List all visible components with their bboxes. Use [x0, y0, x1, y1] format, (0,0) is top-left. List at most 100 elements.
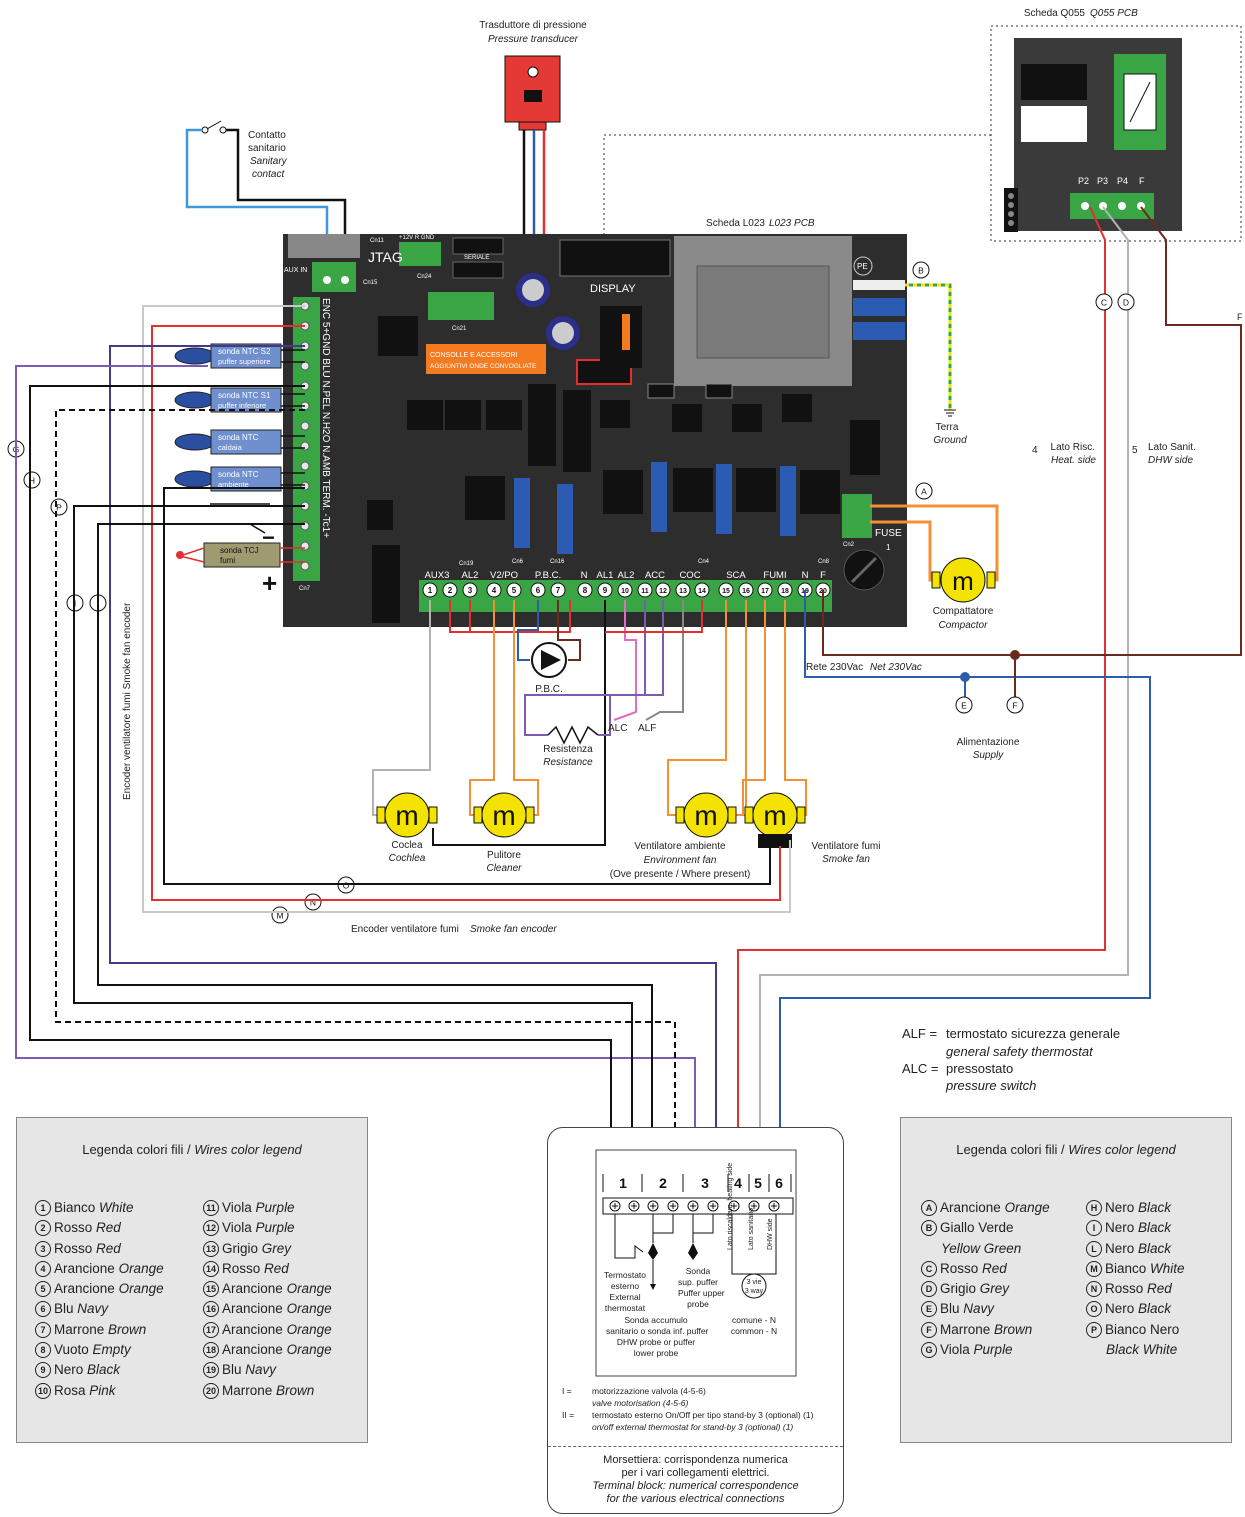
- encoder-bottom-label: Encoder ventilatore fumi: [351, 924, 459, 935]
- legend-right: Legenda colori fili / Wires color legend…: [900, 1117, 1232, 1443]
- cn7-label: Cn7: [299, 586, 311, 592]
- plus-sign-top: +: [263, 305, 276, 330]
- left-connector-label: ENC 5+GND BLU N.PEL N.H2O N.AMB TERM. -T…: [320, 298, 331, 538]
- terminal-number: 13: [679, 588, 687, 595]
- q055-label: Scheda Q055: [1024, 8, 1086, 19]
- terminal-group-number: 3: [701, 1175, 709, 1191]
- legend-color-en: Navy: [77, 1301, 109, 1317]
- terminal-label: FUMI: [763, 570, 786, 581]
- sanitary-label-4: contact: [252, 169, 285, 180]
- legend-color-it: Nero: [1105, 1200, 1135, 1215]
- terminal-circle: [694, 582, 710, 598]
- terminal-circle: [506, 582, 522, 598]
- heat-side-label: Lato Risc.: [1051, 442, 1095, 453]
- vert-label-dhw: Lato sanitario: [748, 1207, 755, 1250]
- probe-bulb-icon: [174, 347, 216, 365]
- legend-color-it: Blu: [222, 1362, 242, 1378]
- legend-color-en: Grey: [979, 1281, 1010, 1297]
- threeway-label: 3 way: [744, 1288, 764, 1295]
- alf-label: ALF: [638, 723, 656, 734]
- legend-color-it: Nero: [54, 1362, 84, 1378]
- q055-pin-p2: P2: [1078, 176, 1089, 186]
- legend-color-en: Orange: [1004, 1200, 1050, 1215]
- legend-color-it: Rosso: [54, 1220, 93, 1236]
- terminal-number: 12: [659, 588, 667, 595]
- legend-number: C: [921, 1260, 937, 1277]
- net-label: Rete 230Vac: [806, 662, 863, 673]
- wire-letter-circle: [304, 893, 322, 911]
- legend-number: O: [1086, 1301, 1102, 1318]
- cn6-label: Cn6: [512, 559, 524, 565]
- legend-right-title-en: Wires color legend: [1068, 1142, 1176, 1157]
- q055-pin-p4: P4: [1117, 176, 1128, 186]
- dhw-side-number: 5: [1132, 445, 1138, 456]
- terminal-circle: [757, 582, 773, 598]
- legend-number: D: [921, 1281, 937, 1298]
- l023-components: [288, 234, 905, 623]
- puffer-probe-label: Sonda: [685, 1266, 711, 1276]
- terminal-number: 5: [512, 586, 517, 595]
- smoke-fan-label-en: Smoke fan: [822, 854, 870, 865]
- legend-color-it: Nero: [1105, 1220, 1135, 1236]
- legend-number: 3: [35, 1240, 51, 1257]
- legend-color-it: Grigio: [940, 1281, 977, 1297]
- note1-key: I =: [562, 1386, 572, 1396]
- puffer-probe-label: sup. puffer: [678, 1277, 719, 1287]
- legend-number: 7: [35, 1321, 51, 1338]
- cn11-label: Cn11: [370, 238, 385, 244]
- ext-therm-label: esterno: [610, 1281, 640, 1291]
- q055-pin-p3: P3: [1097, 176, 1108, 186]
- terminal-label: N: [802, 570, 809, 581]
- fuse-label: FUSE: [875, 528, 902, 539]
- heat-side-label-en: Heat. side: [1051, 455, 1096, 466]
- legend-number: 19: [203, 1362, 219, 1379]
- aux-in-label: AUX IN: [284, 267, 307, 274]
- jtag-label: JTAG: [368, 249, 403, 265]
- terminal-group-number: 5: [754, 1175, 762, 1191]
- motor-symbol: m: [694, 800, 717, 831]
- legend-number: L: [1086, 1240, 1102, 1257]
- note1-en: valve motorisation (4-5-6): [592, 1398, 689, 1408]
- motor-symbol: m: [763, 800, 786, 831]
- legend-color-en: Red: [96, 1220, 121, 1236]
- legend-color-en: Navy: [963, 1301, 995, 1317]
- legend-color-it: Arancione: [222, 1301, 283, 1317]
- legend-color-en: Purple: [973, 1342, 1013, 1358]
- legend-color-en: Red: [96, 1240, 121, 1256]
- terminal-number: 18: [781, 588, 789, 595]
- legend-right-title: Legenda colori fili / Wires color legend: [901, 1142, 1231, 1157]
- coclea-label: Coclea: [391, 840, 423, 851]
- legend-color-en: Black: [87, 1362, 121, 1378]
- legend-color-en: Purple: [255, 1200, 295, 1215]
- terminal-number: 10: [621, 588, 629, 595]
- legend-number: G: [921, 1342, 937, 1359]
- terminal-label: N: [581, 570, 588, 581]
- terminal-circle: [597, 582, 613, 598]
- compactor-motor-icon: [931, 557, 996, 603]
- terminal-label: AL2: [618, 570, 635, 581]
- left-pin: [300, 421, 310, 431]
- legend-color-en: Orange: [286, 1321, 332, 1337]
- compactor-label: Compattatore: [933, 606, 994, 617]
- note1-it: motorizzazione valvola (4-5-6): [592, 1386, 706, 1396]
- sanitary-label-3: Sanitary: [250, 156, 288, 167]
- legend-color-en: Purple: [255, 1220, 295, 1236]
- legend-color-it: Nero: [1105, 1301, 1135, 1317]
- probe-body: [210, 387, 282, 413]
- supply-label-en: Supply: [973, 750, 1005, 761]
- terminal-number: 1: [428, 586, 433, 595]
- resistance-label: Resistenza: [543, 744, 593, 755]
